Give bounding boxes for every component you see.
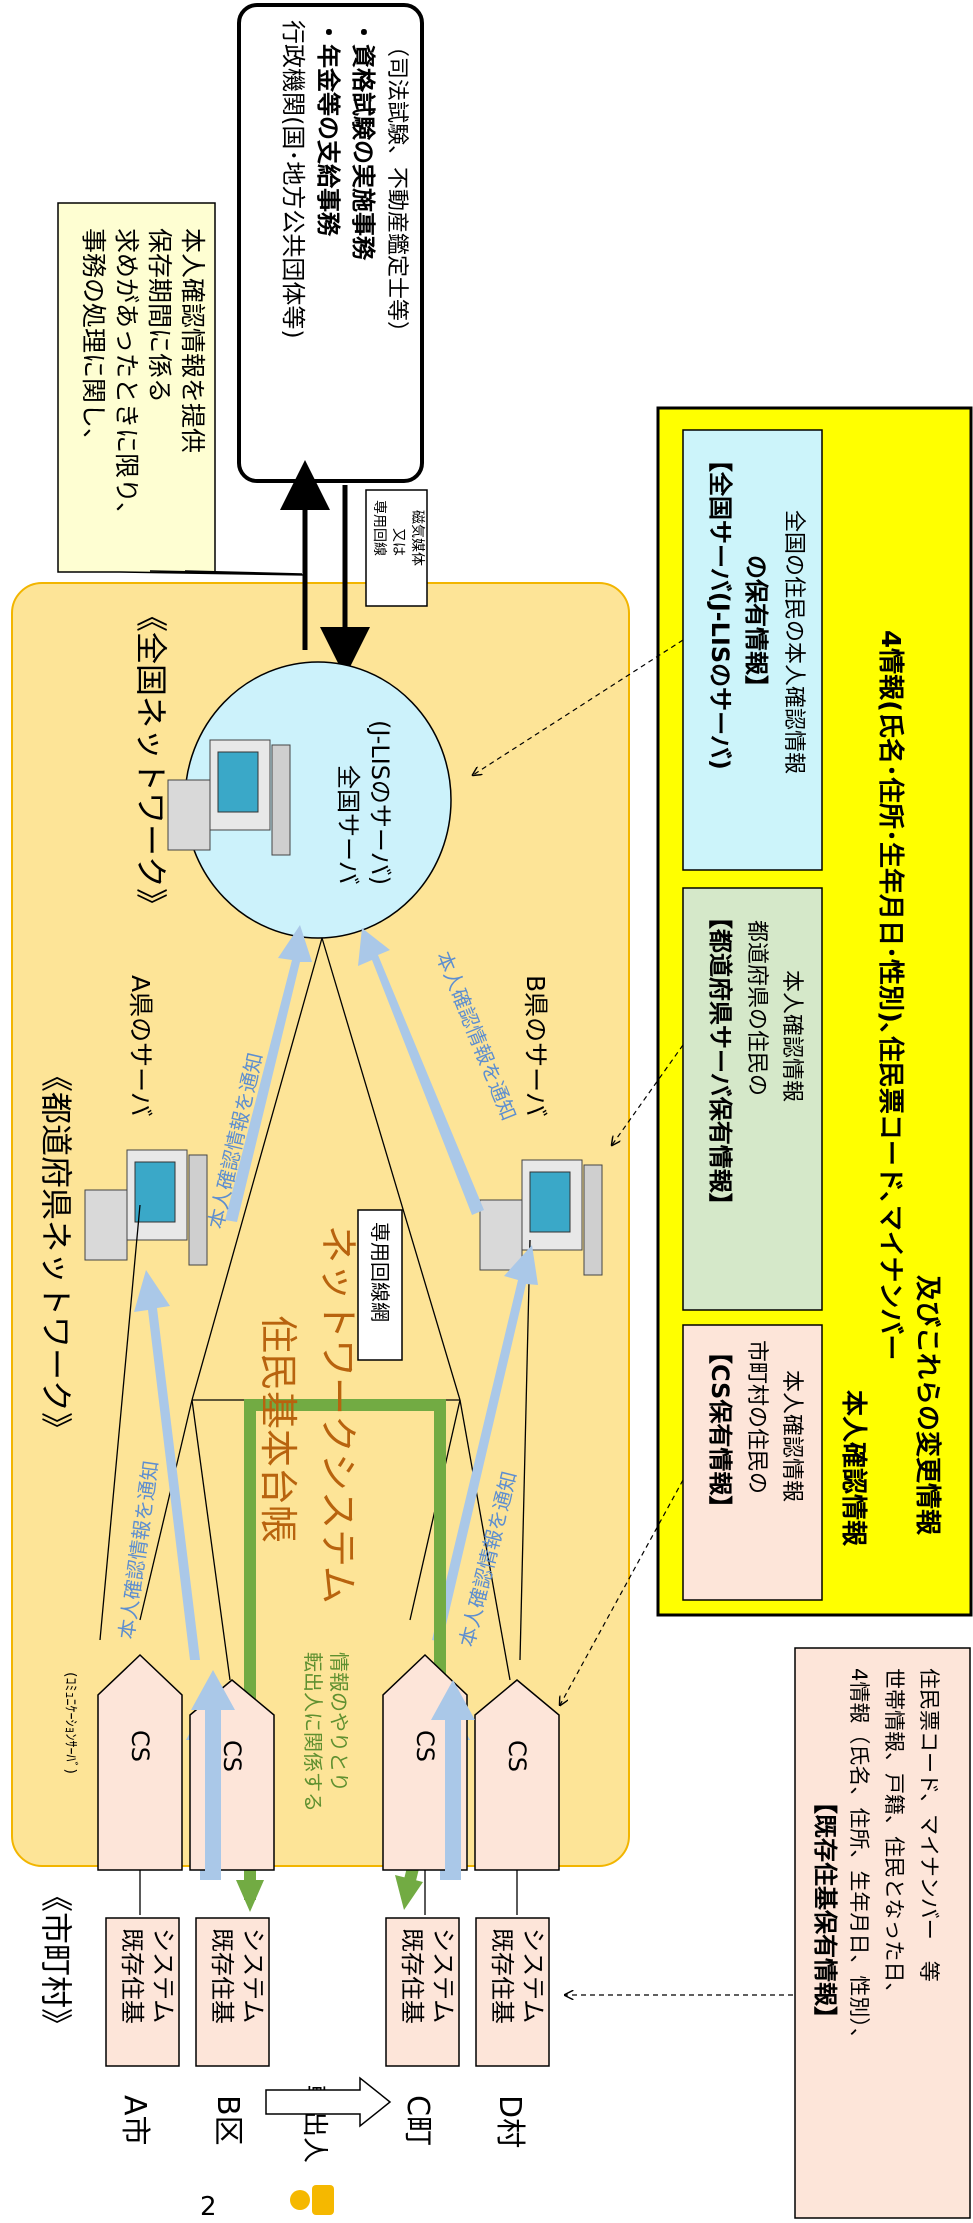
municipality-name-d: D村 xyxy=(492,2095,527,2148)
municipality-name-c: C町 xyxy=(400,2095,435,2146)
juki-system-box: 既存住基 システム xyxy=(475,1917,550,2067)
page-number: 2 xyxy=(200,2192,217,2222)
network-area xyxy=(11,582,630,1867)
juki-system-box: 既存住基 システム xyxy=(195,1917,270,2067)
juki-system-line-1: 既存住基 xyxy=(208,1928,236,2024)
admin-line-3: ・資格試験の実施事務 xyxy=(349,20,377,261)
computer-icon xyxy=(167,739,291,856)
cs-label: CS xyxy=(126,1730,154,1762)
admin-agency-text: 行政機関(国･地方公共団体等) ・年金等の支給事務 ・資格試験の実施事務 （司法… xyxy=(279,20,409,343)
national-info-title-1: 【全国サーバ(J-LISのサーバ) xyxy=(706,448,734,770)
existing-info-box xyxy=(794,1647,971,2219)
juki-title-2: ネットワークシステム xyxy=(316,1225,360,1604)
juki-system-line-2: システム xyxy=(519,1928,547,2023)
juki-system-line-2: システム xyxy=(149,1928,177,2023)
person-icon xyxy=(290,2185,334,2215)
cs-shape: CS xyxy=(97,1653,183,1871)
juki-system-line-2: システム xyxy=(429,1928,457,2023)
existing-info-title: 【既存住基保有情報】 xyxy=(811,1790,839,2030)
transfer-arrowhead-left xyxy=(236,1880,264,1912)
callout-pointer xyxy=(149,570,303,575)
juki-system-line-2: システム xyxy=(239,1928,267,2023)
provision-line-1: 事務の処理に関し、 xyxy=(79,228,108,453)
national-server-label: 全国サーバ (J-LISのサーバ) xyxy=(334,720,394,885)
juki-title-1: 住民基本台帳 xyxy=(256,1315,300,1543)
national-info-desc: 全国の住民の本人確認情報 xyxy=(781,510,806,774)
info-bottom-1: 本人確認情報 xyxy=(838,1390,869,1547)
cs-subtitle: (ｺﾐｭﾆｹｰｼｮﾝｻｰﾊﾞ) xyxy=(62,1672,78,1774)
cs-info-title: 【CS保有情報】 xyxy=(706,1340,734,1519)
dedicated-line-box xyxy=(365,489,428,607)
municipality-name-b: B区 xyxy=(210,2095,245,2146)
pref-b-server-label: B県のサーバ xyxy=(521,975,550,1117)
pref-a-server-label: A県のサーバ xyxy=(126,975,155,1117)
transfer-label-1: 転出人に関係する xyxy=(301,1652,325,1812)
admin-line-4: （司法試験、不動産鑑定士等） xyxy=(384,35,409,343)
admin-line-1: 行政機関(国･地方公共団体等) xyxy=(279,20,307,339)
computer-icon xyxy=(479,1159,603,1276)
info-bottom-2: 4情報(氏名･住所･生年月日･性別)､住民票コード､マイナンバー xyxy=(875,630,906,1360)
line-box-1: 専用回線 xyxy=(371,500,387,556)
municipality-title: 《市町村》 xyxy=(37,1880,75,2040)
dedicated-network-box xyxy=(357,1209,403,1361)
cs-label: CS xyxy=(411,1730,439,1762)
line-box-2: 又は xyxy=(390,528,406,556)
juki-system-line-1: 既存住基 xyxy=(398,1928,426,2024)
municipality-name-a: A市 xyxy=(117,2095,152,2146)
pref-info-desc-2: 本人確認情報 xyxy=(779,970,804,1102)
line-box-3: 磁気媒体 xyxy=(409,510,425,566)
juki-system-line-1: 既存住基 xyxy=(488,1928,516,2024)
network-title: 《全国ネットワーク》 xyxy=(132,600,170,920)
transfer-label-2: 情報のやりとり xyxy=(327,1652,351,1792)
national-server-name: 全国サーバ xyxy=(334,765,362,885)
computer-icon xyxy=(84,1149,208,1266)
existing-info-line-2: 世帯情報、戸籍、住民となった日、 xyxy=(882,1668,906,2003)
provision-line-2: 求めがあったときに限り、 xyxy=(112,228,141,527)
pref-info-title: 【都道府県サーバ保有情報】 xyxy=(706,905,734,1217)
provision-callout xyxy=(57,202,307,576)
cs-shape: CS xyxy=(474,1679,560,1871)
admin-agency-box xyxy=(237,3,424,483)
network-lines xyxy=(99,937,531,1681)
juki-system-line-1: 既存住基 xyxy=(118,1928,146,2024)
existing-info-line-1: 4情報（氏名、住所、生年月日、性別）、 xyxy=(847,1668,871,2049)
juki-system-box: 既存住基 システム xyxy=(105,1917,180,2067)
cs-connectors xyxy=(139,1870,518,1915)
juki-system-box: 既存住基 システム xyxy=(385,1917,460,2067)
info-bottom-3: 及びこれらの変更情報 xyxy=(912,1275,943,1536)
cs-label: CS xyxy=(503,1740,531,1772)
dedicated-line-text: 専用回線 又は 磁気媒体 xyxy=(371,500,425,566)
move-out-arrow xyxy=(265,2076,392,2128)
existing-info-line-3: 住民票コード、マイナンバー 等 xyxy=(917,1668,941,1982)
dedicated-network-label: 専用回線網 xyxy=(368,1222,392,1322)
pref-info-box xyxy=(682,887,823,1311)
transfer-arrowhead-right xyxy=(395,1875,423,1910)
provision-line-3: 保存期間に係る xyxy=(145,228,174,403)
pref-network-title: 《都道府県ネットワーク》 xyxy=(37,1060,75,1444)
national-server-sub: (J-LISのサーバ) xyxy=(366,720,394,885)
cs-info-box xyxy=(682,1324,823,1601)
dashed-pointers xyxy=(473,639,793,1995)
pref-info-desc-1: 都道府県の住民の xyxy=(744,920,769,1096)
provision-line-4: 本人確認情報を提供 xyxy=(178,228,207,453)
cs-label: CS xyxy=(218,1740,246,1772)
cs-info-desc-2: 本人確認情報 xyxy=(779,1370,804,1502)
national-info-title-2: の保有情報】 xyxy=(742,555,770,699)
national-info-box xyxy=(682,429,823,871)
admin-line-2: ・年金等の支給事務 xyxy=(314,20,342,237)
notify-arrows-top xyxy=(191,1670,475,1880)
cs-info-desc-1: 市町村の住民の xyxy=(744,1340,769,1494)
provision-text: 事務の処理に関し、 求めがあったときに限り、 保存期間に係る 本人確認情報を提供 xyxy=(79,228,207,527)
